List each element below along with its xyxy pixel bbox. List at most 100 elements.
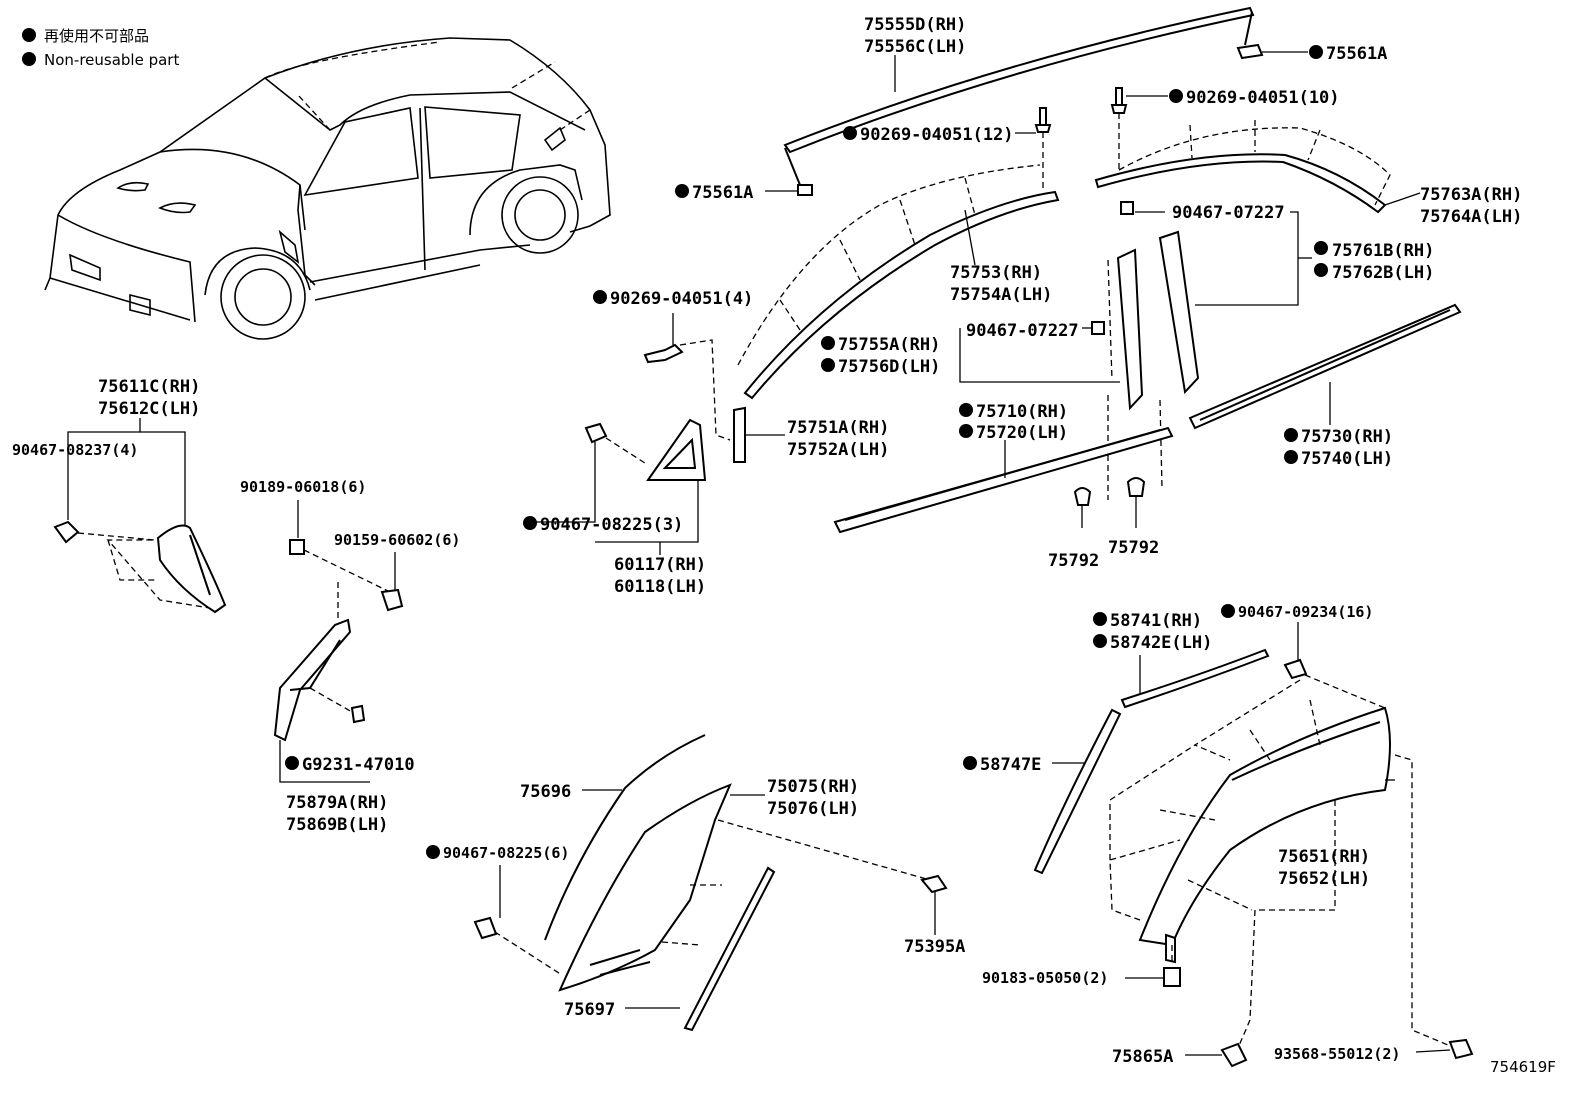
screw-icon (1115, 87, 1123, 106)
label-75075: 75075(RH) (767, 777, 859, 797)
front-door-upper-moulding: 75753(RH) 75754A(LH) (737, 164, 1060, 400)
label-58747E: 58747E (980, 755, 1041, 775)
delta-trim-group: 90269-04051(4) 75751A(RH) 75752A(LH) 904… (523, 289, 889, 597)
legend-line-en: Non-reusable part (44, 51, 179, 69)
label-90183-05050: 90183-05050(2) (982, 969, 1108, 987)
label-58741: 58741(RH) (1110, 611, 1202, 631)
clip-icon (473, 916, 498, 940)
label-75755A: 75755A(RH) (838, 335, 940, 355)
label-75869B: 75869B(LH) (286, 815, 388, 835)
mudguard-75611-group: 75611C(RH) 75612C(LH) 90467-08237(4) (12, 377, 227, 614)
label-60117: 60117(RH) (614, 555, 706, 575)
screw-icon (1448, 1038, 1474, 1060)
moulding-75763 (1094, 153, 1387, 214)
label-75710: 75710(RH) (976, 402, 1068, 422)
label-75763A: 75763A(RH) (1420, 185, 1522, 205)
trim-75751 (733, 406, 746, 463)
moulding-clip (1236, 43, 1264, 60)
label-75865A: 75865A (1112, 1047, 1173, 1067)
label-75561A-top: 75561A (1326, 44, 1387, 64)
label-75730: 75730(RH) (1301, 427, 1393, 447)
label-75792-a: 75792 (1048, 551, 1099, 571)
label-75612C: 75612C(LH) (98, 399, 200, 419)
clip-90467-07227 (1091, 321, 1105, 335)
non-reusable-dot-icon (22, 28, 36, 42)
label-75561A-left: 75561A (692, 183, 753, 203)
car-illustration (44, 37, 611, 340)
fender-parts-group: 58741(RH) 58742E(LH) 90467-09234(16) 587… (963, 603, 1474, 1068)
label-90467-08237: 90467-08237(4) (12, 441, 138, 459)
label-75696: 75696 (520, 782, 571, 802)
roof-moulding-group: 75555D(RH) 75556C(LH) 75561A 75561A (675, 6, 1387, 203)
label-90467-09234: 90467-09234(16) (1238, 603, 1373, 621)
garnish-75075 (558, 783, 732, 992)
moulding-75753 (743, 190, 1060, 400)
nut-icon (289, 539, 305, 555)
label-75879A: 75879A(RH) (286, 793, 388, 813)
label-75751A: 75751A(RH) (787, 418, 889, 438)
clip-75395A (920, 874, 948, 894)
screw-icon (643, 343, 684, 364)
label-75756D: 75756D(LH) (838, 357, 940, 377)
label-58742E: 58742E(LH) (1110, 633, 1212, 653)
label-75752A: 75752A(LH) (787, 440, 889, 460)
label-75395A: 75395A (904, 937, 965, 957)
label-90467-07227-a: 90467-07227 (1172, 203, 1285, 223)
clip-icon (53, 520, 80, 544)
label-75652: 75652(LH) (1278, 869, 1370, 889)
garnish-75755 (1116, 248, 1144, 411)
clip-75792 (1126, 477, 1146, 497)
clip-icon (1283, 658, 1308, 680)
legend-line-jp: 再使用不可部品 (44, 27, 149, 45)
nut-icon (1163, 967, 1181, 987)
label-75555D: 75555D(RH) (864, 15, 966, 35)
label-90269-04051-4: 90269-04051(4) (610, 289, 753, 309)
label-60118: 60118(LH) (614, 577, 706, 597)
label-93568-55012: 93568-55012(2) (1274, 1045, 1400, 1063)
non-reusable-dot-icon (22, 52, 36, 66)
label-90467-08225-6: 90467-08225(6) (443, 844, 569, 862)
label-75740: 75740(LH) (1301, 449, 1393, 469)
label-75753: 75753(RH) (950, 263, 1042, 283)
rear-door-upper-moulding: 75763A(RH) 75764A(LH) (1094, 120, 1522, 227)
label-90189-06018: 90189-06018(6) (240, 478, 366, 496)
label-90269-04051-12: 90269-04051(12) (860, 125, 1014, 145)
label-75697: 75697 (564, 1000, 615, 1020)
label-75764A: 75764A(LH) (1420, 207, 1522, 227)
label-75762B: 75762B(LH) (1332, 263, 1434, 283)
moulding-58741 (1120, 648, 1270, 709)
label-75611C: 75611C(RH) (98, 377, 200, 397)
label-75754A: 75754A(LH) (950, 285, 1052, 305)
roof-moulding (783, 6, 1255, 154)
screw-icon (1039, 107, 1047, 126)
moulding-58747E (1033, 708, 1122, 875)
moulding-clip (797, 184, 813, 196)
moulding-75697 (683, 866, 776, 1032)
belt-mouldings: 75710(RH) 75720(LH) 75730(RH) 75740(LH) … (833, 303, 1462, 571)
fender-75651 (1138, 706, 1391, 947)
clip-90467-07227 (1120, 201, 1134, 215)
label-75651: 75651(RH) (1278, 847, 1370, 867)
label-75720: 75720(LH) (976, 423, 1068, 443)
label-90467-07227-b: 90467-07227 (966, 321, 1079, 341)
label-75792-b: 75792 (1108, 538, 1159, 558)
label-75761B: 75761B(RH) (1332, 241, 1434, 261)
clip-75792 (1073, 487, 1092, 506)
label-G9231-47010: G9231-47010 (302, 755, 415, 775)
bolt-icon (380, 588, 404, 612)
screws-90269: 90269-04051(12) 90269-04051(10) (843, 87, 1340, 190)
clip-icon (584, 422, 608, 444)
label-90269-04051-10: 90269-04051(10) (1186, 88, 1340, 108)
mirror-garnish-60117 (646, 418, 707, 481)
clip-75865A (1220, 1042, 1248, 1068)
label-90159-60602: 90159-60602(6) (334, 531, 460, 549)
quarter-parts-group: 75696 75075(RH) 75076(LH) 75697 90467-08… (426, 734, 965, 1032)
label-75076: 75076(LH) (767, 799, 859, 819)
bracket-75879-group: 90189-06018(6) 90159-60602(6) G9231-4701… (240, 478, 460, 835)
label-90467-08225-3: 90467-08225(3) (540, 515, 683, 535)
diagram-code: 754619F (1490, 1058, 1556, 1076)
garnish-75761 (1158, 230, 1200, 395)
label-75556C: 75556C(LH) (864, 37, 966, 57)
legend: 再使用不可部品 Non-reusable part (22, 27, 179, 69)
